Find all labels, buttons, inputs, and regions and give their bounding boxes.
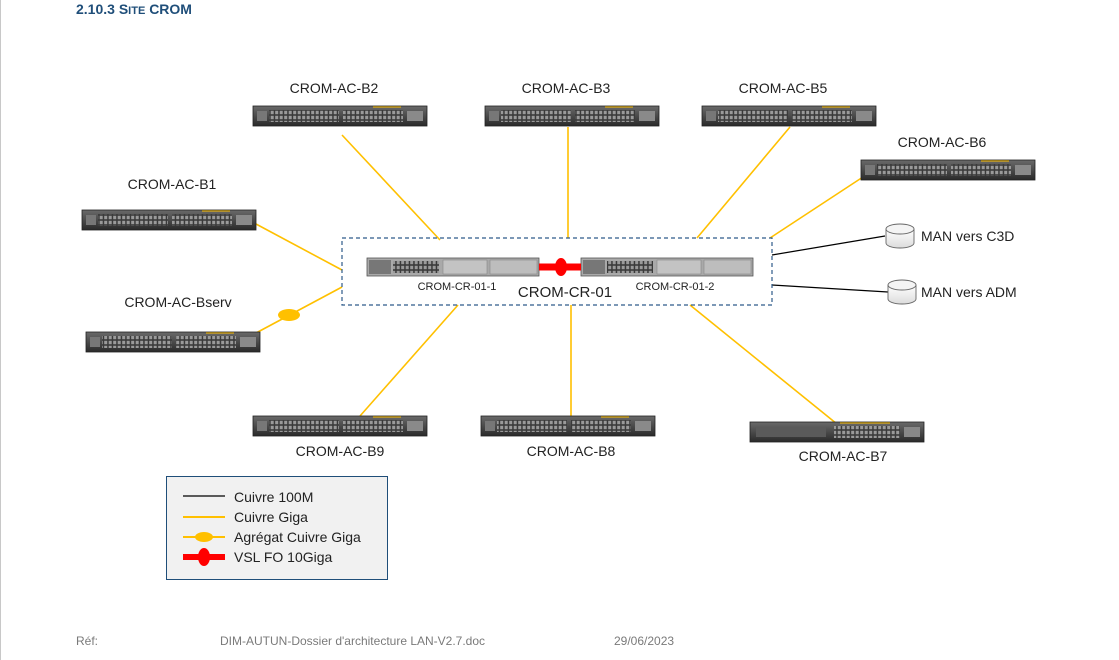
switch-b2-label: CROM-AC-B2 <box>290 80 379 96</box>
link-b2 <box>341 134 441 241</box>
man-adm-node <box>887 279 917 305</box>
switch-b9-label: CROM-AC-B9 <box>296 443 385 459</box>
legend-label-copper-giga: Cuivre Giga <box>234 509 308 525</box>
man-c3d-node <box>885 223 915 249</box>
giga-links <box>255 126 867 425</box>
switch-b3 <box>484 105 660 127</box>
link-b1 <box>255 223 343 271</box>
link-b6 <box>769 174 867 239</box>
switch-b1-label: CROM-AC-B1 <box>128 176 217 192</box>
switch-b6 <box>860 159 1036 181</box>
legend-swatch-aggregate <box>183 532 225 542</box>
core-name-label: CROM-CR-01 <box>518 284 612 301</box>
legend-swatch-copper-giga <box>183 516 225 518</box>
switch-b9 <box>252 415 428 437</box>
legend-item-aggregate: Agrégat Cuivre Giga <box>167 527 387 547</box>
core-switch-1-label: CROM-CR-01-1 <box>418 281 497 293</box>
page-left-border <box>0 0 1 660</box>
link-bserv <box>255 286 343 334</box>
footer-date: 29/06/2023 <box>614 634 675 648</box>
switch-b7-label: CROM-AC-B7 <box>799 448 888 464</box>
core-switch-2 <box>580 257 754 277</box>
man-c3d-label: MAN vers C3D <box>921 228 1014 244</box>
switch-b5-label: CROM-AC-B5 <box>739 80 828 96</box>
footer-ref: Réf: <box>76 634 99 648</box>
legend-label-copper-100m: Cuivre 100M <box>234 489 314 505</box>
section-title-initial: S <box>118 1 129 17</box>
legend-swatch-copper-100m <box>183 495 225 497</box>
switch-b8 <box>480 415 656 437</box>
access-switches <box>81 105 1036 443</box>
core-switch-1 <box>366 257 540 277</box>
core-switch-2-label: CROM-CR-01-2 <box>636 281 715 293</box>
legend-item-copper-giga: Cuivre Giga <box>167 507 387 527</box>
link-b7 <box>689 304 838 425</box>
legend-swatch-vsl <box>183 548 225 566</box>
legend: Cuivre 100M Cuivre Giga Agrégat Cuivre G… <box>166 476 388 580</box>
link-b5 <box>696 126 791 239</box>
man-adm-label: MAN vers ADM <box>921 284 1017 300</box>
switch-b3-label: CROM-AC-B3 <box>522 80 611 96</box>
section-number: 2.10.3 <box>76 1 115 17</box>
link-b9 <box>359 304 459 417</box>
aggregate-bserv-marker <box>278 309 300 321</box>
switch-b8-label: CROM-AC-B8 <box>527 443 616 459</box>
legend-label-vsl: VSL FO 10Giga <box>234 549 333 565</box>
section-title-smallcaps: ITE <box>128 5 146 17</box>
section-heading: 2.10.3 SITE CROM <box>76 1 192 17</box>
core-group-box <box>341 237 773 306</box>
footer-document: DIM-AUTUN-Dossier d'architecture LAN-V2.… <box>220 634 486 648</box>
switch-b2 <box>252 105 428 127</box>
switch-b5 <box>701 105 877 127</box>
switch-b6-label: CROM-AC-B6 <box>898 134 987 150</box>
switch-bserv-label: CROM-AC-Bserv <box>124 294 231 310</box>
legend-item-vsl: VSL FO 10Giga <box>167 547 387 567</box>
switch-b1 <box>81 209 257 231</box>
vsl-marker <box>555 258 567 276</box>
legend-item-copper-100m: Cuivre 100M <box>167 487 387 507</box>
legend-label-aggregate: Agrégat Cuivre Giga <box>234 529 361 545</box>
switch-b7 <box>749 421 925 443</box>
copper-100m-links <box>771 235 889 293</box>
link-man-c3d <box>771 235 886 256</box>
switch-bserv <box>85 331 261 353</box>
link-man-adm <box>771 284 889 293</box>
section-title-site: CROM <box>149 1 192 17</box>
